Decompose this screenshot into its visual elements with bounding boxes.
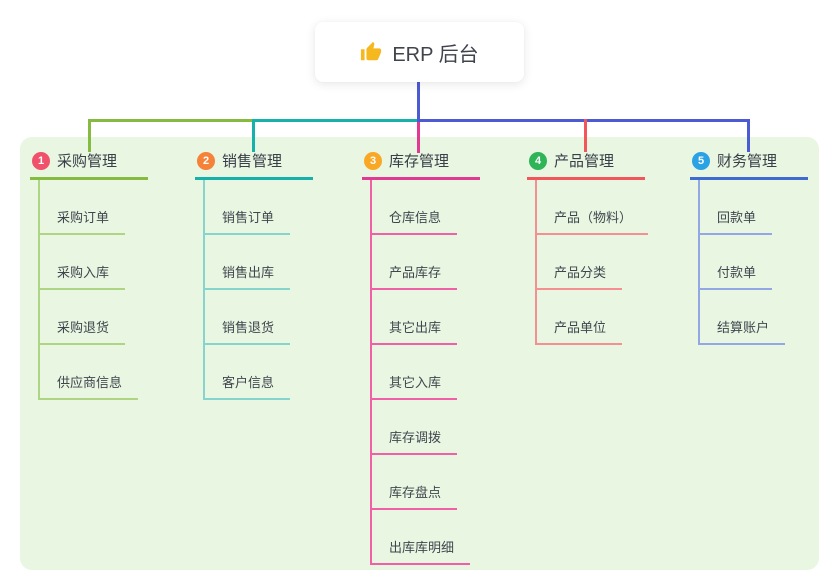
branch-2-children: 销售订单 销售出库 销售退货 客户信息 (203, 180, 335, 400)
child-node[interactable]: 采购入库 (38, 262, 126, 290)
child-node[interactable]: 出库库明细 (370, 537, 471, 565)
child-node[interactable]: 库存盘点 (370, 482, 458, 510)
connector-root-vertical (417, 82, 420, 121)
connector-drop-branch-1 (88, 119, 91, 152)
branch-label: 库存管理 (389, 153, 450, 170)
branch-1-children: 采购订单 采购入库 采购退货 供应商信息 (38, 180, 170, 400)
child-node[interactable]: 其它出库 (370, 317, 458, 345)
branches-panel (20, 137, 819, 570)
child-node[interactable]: 销售订单 (203, 207, 291, 235)
branch-4-header[interactable]: 4 产品管理 (527, 150, 645, 180)
connector-drop-branch-5 (747, 119, 750, 152)
child-node[interactable]: 产品分类 (535, 262, 623, 290)
child-node[interactable]: 产品单位 (535, 317, 623, 345)
branch-sales: 2 销售管理 销售订单 销售出库 销售退货 客户信息 (195, 150, 335, 400)
branch-3-header[interactable]: 3 库存管理 (362, 150, 480, 180)
branch-product: 4 产品管理 产品（物料） 产品分类 产品单位 (527, 150, 667, 345)
branch-number-badge: 4 (529, 151, 547, 170)
connector-rail-indigo (417, 119, 750, 122)
branch-number-badge: 3 (364, 151, 382, 170)
branch-label: 产品管理 (554, 153, 615, 170)
branch-4-children: 产品（物料） 产品分类 产品单位 (535, 180, 667, 345)
branch-3-children: 仓库信息 产品库存 其它出库 其它入库 库存调拨 库存盘点 出库库明细 (370, 180, 502, 565)
branch-5-children: 回款单 付款单 结算账户 (698, 180, 830, 345)
branch-2-header[interactable]: 2 销售管理 (195, 150, 313, 180)
branch-label: 销售管理 (222, 153, 283, 170)
thumbs-up-icon (360, 41, 382, 63)
child-node[interactable]: 产品（物料） (535, 207, 649, 235)
child-node[interactable]: 回款单 (698, 207, 773, 235)
child-node[interactable]: 付款单 (698, 262, 773, 290)
branch-label: 财务管理 (717, 153, 778, 170)
child-node[interactable]: 采购退货 (38, 317, 126, 345)
child-node[interactable]: 销售出库 (203, 262, 291, 290)
branch-number-badge: 5 (692, 151, 710, 170)
child-node[interactable]: 产品库存 (370, 262, 458, 290)
branch-number-badge: 1 (32, 151, 50, 170)
branch-purchase: 1 采购管理 采购订单 采购入库 采购退货 供应商信息 (30, 150, 170, 400)
branch-finance: 5 财务管理 回款单 付款单 结算账户 (690, 150, 830, 345)
connector-rail-teal (252, 119, 418, 122)
child-node[interactable]: 仓库信息 (370, 207, 458, 235)
child-node[interactable]: 其它入库 (370, 372, 458, 400)
branch-1-header[interactable]: 1 采购管理 (30, 150, 148, 180)
connector-rail-green (88, 119, 254, 122)
child-node[interactable]: 采购订单 (38, 207, 126, 235)
child-node[interactable]: 供应商信息 (38, 372, 139, 400)
connector-drop-branch-4 (584, 119, 587, 152)
branch-5-header[interactable]: 5 财务管理 (690, 150, 808, 180)
connector-drop-branch-2 (252, 119, 255, 152)
connector-drop-branch-3 (417, 122, 420, 153)
child-node[interactable]: 客户信息 (203, 372, 291, 400)
root-node[interactable]: ERP 后台 (315, 22, 524, 82)
root-node-label: ERP 后台 (392, 43, 479, 66)
branch-inventory: 3 库存管理 仓库信息 产品库存 其它出库 其它入库 库存调拨 库存盘点 出库库… (362, 150, 502, 565)
branch-label: 采购管理 (57, 153, 118, 170)
child-node[interactable]: 结算账户 (698, 317, 786, 345)
child-node[interactable]: 销售退货 (203, 317, 291, 345)
child-node[interactable]: 库存调拨 (370, 427, 458, 455)
branch-number-badge: 2 (197, 151, 215, 170)
